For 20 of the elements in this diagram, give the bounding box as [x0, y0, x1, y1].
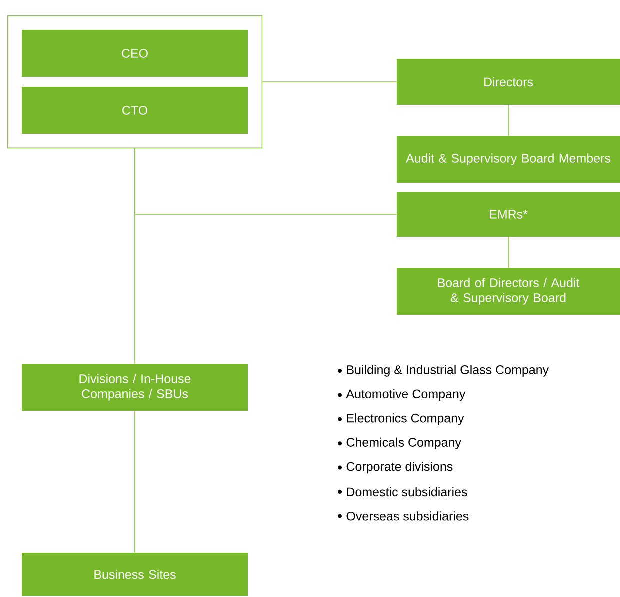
list-item: Overseas subsidiaries	[338, 512, 469, 521]
connector-line	[508, 236, 509, 268]
org-box: Audit & Supervisory Board Members	[397, 136, 620, 183]
org-box: Divisions / In-House Companies / SBUs	[22, 364, 248, 411]
list-item: Domestic subsidiaries	[338, 487, 468, 497]
list-item: Building & Industrial Glass Company	[338, 365, 550, 377]
org-box: Directors	[397, 59, 620, 105]
connector-line	[134, 410, 136, 554]
list-item: Electronics Company	[338, 414, 464, 426]
org-box: EMRs*	[397, 192, 620, 237]
org-box: Business Sites	[22, 553, 248, 596]
list-item: Chemicals Company	[338, 438, 462, 450]
org-box: CTO	[22, 87, 248, 134]
connector-line	[508, 104, 509, 136]
org-box: Board of Directors / Audit & Supervisory Board	[397, 268, 620, 315]
group-frame	[7, 15, 263, 149]
list-item: Corporate divisions	[338, 462, 453, 474]
list-item: Automotive Company	[338, 389, 466, 402]
connector-line	[134, 148, 136, 364]
org-box: CEO	[22, 30, 248, 77]
